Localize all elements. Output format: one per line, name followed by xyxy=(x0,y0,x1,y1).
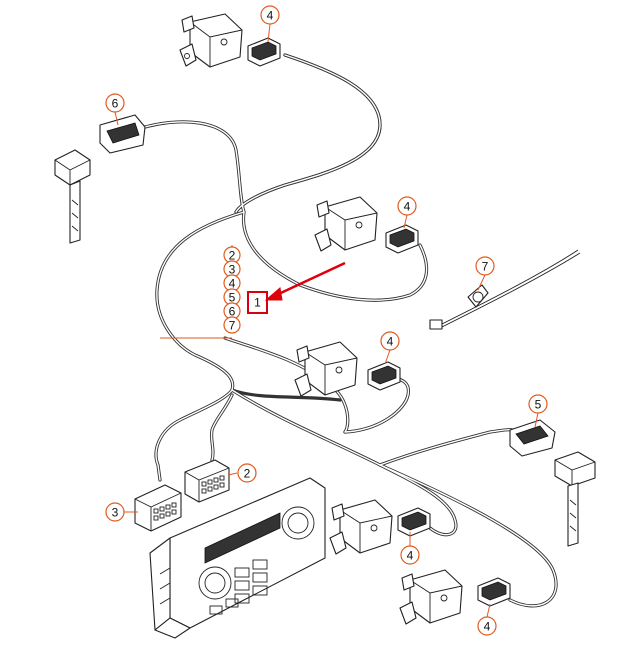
servo-motor-top xyxy=(179,13,243,68)
harness-connector-2 xyxy=(184,459,230,503)
svg-text:6: 6 xyxy=(229,305,236,319)
svg-text:2: 2 xyxy=(244,467,251,481)
svg-text:5: 5 xyxy=(535,398,542,412)
callout-bottom-actuator-2: 4 xyxy=(477,616,497,636)
callout-stack xyxy=(160,245,233,339)
callout-bottom-actuator-1: 4 xyxy=(400,545,420,565)
connector-mid xyxy=(385,224,419,254)
callout-connector-2: 2 xyxy=(237,463,257,483)
temperature-sensor-right xyxy=(509,419,596,547)
connector-bottom-2 xyxy=(477,577,511,607)
temperature-sensor-left xyxy=(54,114,146,244)
svg-text:4: 4 xyxy=(267,9,274,23)
servo-motor-mid xyxy=(314,196,378,252)
harness-connector-3 xyxy=(134,484,182,532)
callout-connector-3: 3 xyxy=(105,502,125,522)
svg-text:4: 4 xyxy=(484,620,491,634)
connector-top xyxy=(247,37,281,67)
servo-motor-bottom-2 xyxy=(399,569,463,625)
connector-lower xyxy=(367,361,401,391)
svg-text:6: 6 xyxy=(112,97,119,111)
svg-text:5: 5 xyxy=(229,291,236,305)
callout-mid-actuator: 4 xyxy=(397,196,417,216)
svg-text:7: 7 xyxy=(482,260,489,274)
servo-motor-bottom-1 xyxy=(329,499,393,555)
stack-callout-7: 7 xyxy=(223,316,241,334)
callout-lower-actuator: 4 xyxy=(380,331,400,351)
svg-text:4: 4 xyxy=(407,549,414,563)
callout-left-sensor: 6 xyxy=(105,93,125,113)
highlight-label: 1 xyxy=(254,296,261,310)
servo-motor-lower xyxy=(294,341,358,397)
callout-right-sensor: 5 xyxy=(528,394,548,414)
connector-bottom-1 xyxy=(397,507,431,537)
svg-text:3: 3 xyxy=(229,263,236,277)
svg-text:4: 4 xyxy=(229,277,236,291)
svg-text:4: 4 xyxy=(404,200,411,214)
sensor-wire xyxy=(429,249,581,330)
red-pointer-arrow xyxy=(264,261,346,301)
callout-strap: 7 xyxy=(475,256,495,276)
svg-text:2: 2 xyxy=(229,249,236,263)
svg-text:4: 4 xyxy=(387,335,394,349)
callout-top-actuator: 4 xyxy=(260,5,280,25)
highlight-box xyxy=(247,291,268,314)
svg-text:7: 7 xyxy=(229,319,236,333)
climate-control-unit xyxy=(149,477,326,639)
cable-strap xyxy=(467,284,489,308)
svg-text:3: 3 xyxy=(112,506,119,520)
